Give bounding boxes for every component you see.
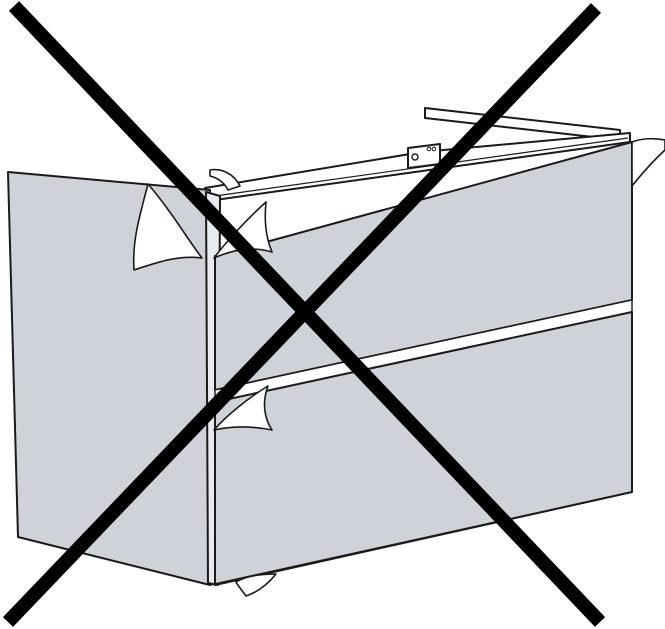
cross-out-stroke-right: [2, 3, 602, 627]
cabinet: [7, 107, 633, 586]
peeling-film: [132, 137, 665, 597]
film-peel-bottom: [235, 573, 277, 597]
mounting-bracket-icon: [407, 143, 441, 169]
cabinet-back-panel: [424, 107, 621, 141]
film-peel-top-tab: [209, 168, 241, 191]
film-peel-right-edge: [631, 137, 665, 187]
film-peel-lower-drawer-corner: [213, 385, 273, 431]
film-peel-side-top: [132, 183, 203, 271]
cross-out-mark: [2, 1, 606, 627]
